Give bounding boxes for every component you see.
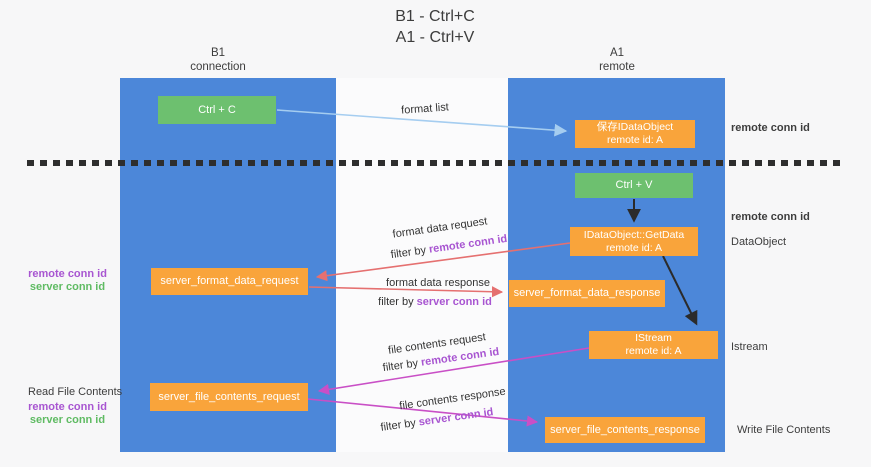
- diagram-title: B1 - Ctrl+C A1 - Ctrl+V: [325, 6, 545, 48]
- save-idataobject-node: 保存IDataObject remote id: A: [575, 120, 695, 148]
- left-remote-conn-id-label-2: remote conn id: [28, 401, 107, 413]
- istream-node: IStream remote id: A: [589, 331, 718, 359]
- title-line-1: B1 - Ctrl+C: [395, 8, 475, 25]
- lane-header-b1: B1 connection: [148, 46, 288, 74]
- left-server-conn-id-label-1: server conn id: [29, 281, 106, 293]
- dataobject-label: DataObject: [731, 236, 787, 248]
- server-format-data-request-label: server_format_data_request: [160, 275, 299, 287]
- getdata-remote-id: remote id: A: [605, 241, 663, 254]
- server-format-data-response-label: server_format_data_response: [513, 287, 661, 299]
- left-conn-id-stack-2: remote conn id server conn id: [20, 401, 115, 427]
- ctrl-c-label: Ctrl + C: [198, 103, 236, 116]
- lane-a1-name: A1: [609, 47, 625, 59]
- lane-b1-name: B1: [210, 47, 226, 59]
- right-remote-conn-id-label-1: remote conn id: [731, 122, 810, 134]
- read-file-contents-label: Read File Contents: [28, 386, 123, 398]
- ctrl-v-label: Ctrl + V: [615, 179, 653, 191]
- right-remote-conn-id-label-2: remote conn id: [731, 211, 810, 223]
- istream-remote-id: remote id: A: [625, 345, 682, 357]
- left-remote-conn-id-label-1: remote conn id: [28, 268, 107, 280]
- server-file-contents-response-label: server_file_contents_response: [550, 423, 700, 436]
- filter-by-server-conn-id-label-1: filter by server conn id: [375, 296, 495, 308]
- left-conn-id-stack-1: remote conn id server conn id: [20, 268, 115, 294]
- filter-by-text: filter by: [378, 296, 417, 308]
- session-divider-dashed-line: [27, 160, 845, 166]
- server-file-contents-response-node: server_file_contents_response: [545, 417, 705, 443]
- istream-label: IStream: [635, 332, 672, 344]
- server-file-contents-request-node: server_file_contents_request: [150, 383, 308, 411]
- server-format-data-request-node: server_format_data_request: [151, 268, 308, 295]
- write-file-contents-label: Write File Contents: [737, 424, 831, 436]
- server-file-contents-request-label: server_file_contents_request: [158, 390, 300, 403]
- format-data-response-label: format data response: [386, 277, 490, 289]
- server-conn-id-value: server conn id: [416, 296, 492, 308]
- getdata-label: IDataObject::GetData: [583, 228, 685, 241]
- lane-header-a1: A1 remote: [547, 46, 687, 74]
- server-format-data-response-node: server_format_data_response: [509, 280, 665, 307]
- istream-side-label: Istream: [731, 341, 768, 353]
- getdata-node: IDataObject::GetData remote id: A: [570, 227, 698, 256]
- left-server-conn-id-label-2: server conn id: [29, 414, 106, 426]
- title-line-2: A1 - Ctrl+V: [395, 29, 475, 46]
- lane-b1-subtitle: connection: [190, 61, 246, 73]
- save-idataobject-remote-id: remote id: A: [606, 134, 664, 146]
- ctrl-v-node: Ctrl + V: [575, 173, 693, 198]
- lane-a1-subtitle: remote: [599, 61, 635, 73]
- save-idataobject-label: 保存IDataObject: [596, 121, 674, 133]
- ctrl-c-node: Ctrl + C: [158, 96, 276, 124]
